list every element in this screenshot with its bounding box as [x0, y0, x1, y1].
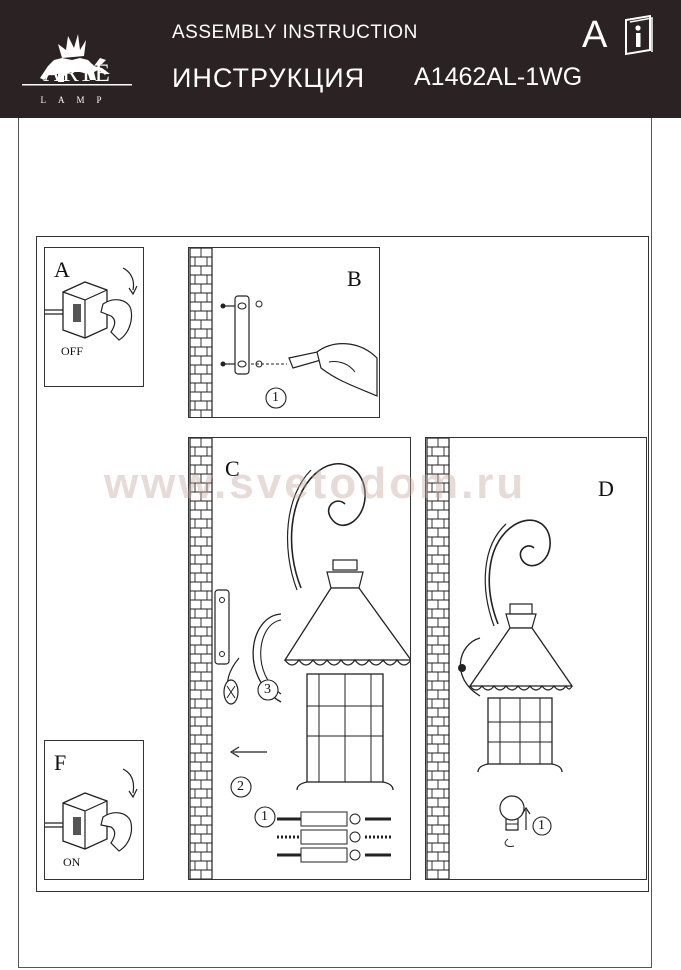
lantern-illustration-d	[458, 519, 574, 847]
panel-f-power-on: F ON	[44, 740, 144, 880]
brick-wall-d	[426, 438, 450, 879]
panel-c-step-1: 1	[261, 809, 268, 824]
panel-c-label: C	[225, 456, 240, 481]
panel-f-caption: ON	[63, 855, 81, 869]
panel-a-caption: OFF	[61, 344, 84, 358]
brick-wall-c	[189, 438, 213, 879]
title-english: ASSEMBLY INSTRUCTION	[172, 22, 418, 43]
document-letter: A	[582, 14, 608, 56]
brick-wall-b	[189, 248, 213, 417]
switch-off-illustration	[45, 267, 138, 341]
info-book-icon	[625, 14, 653, 56]
title-russian: ИНСТРУКЦИЯ	[172, 63, 366, 93]
panel-a-power-off: A OFF	[44, 247, 144, 387]
panel-f-label: F	[54, 750, 67, 775]
panel-b-label: B	[347, 266, 362, 291]
panel-a-label: A	[54, 257, 70, 282]
brand-subtitle: LAMP	[40, 95, 114, 105]
switch-on-illustration	[45, 768, 138, 852]
griffin-logo-icon	[22, 34, 132, 86]
panel-d-bulb-install: D 1	[425, 437, 647, 880]
model-number: A1462AL-1WG	[414, 63, 583, 91]
brand-name: ARTE	[43, 60, 111, 87]
connector-strip	[277, 811, 391, 863]
page-frame	[18, 118, 652, 968]
step-circle	[265, 387, 287, 409]
mount-plate-illustration	[220, 295, 378, 397]
panel-c-step-3: 3	[264, 682, 271, 697]
panel-d-label: D	[598, 476, 614, 501]
panel-c-fixture-install: C	[188, 437, 411, 880]
panel-b-mount-plate: B 1	[188, 247, 380, 418]
panel-d-step: 1	[538, 818, 545, 833]
panel-b-step: 1	[272, 390, 279, 405]
lantern-illustration-c	[214, 463, 410, 863]
panel-c-step-2: 2	[237, 779, 244, 794]
diagram-frame	[36, 236, 649, 892]
header-band: ARTE LAMP ASSEMBLY INSTRUCTION ИНСТРУКЦИ…	[0, 0, 681, 118]
